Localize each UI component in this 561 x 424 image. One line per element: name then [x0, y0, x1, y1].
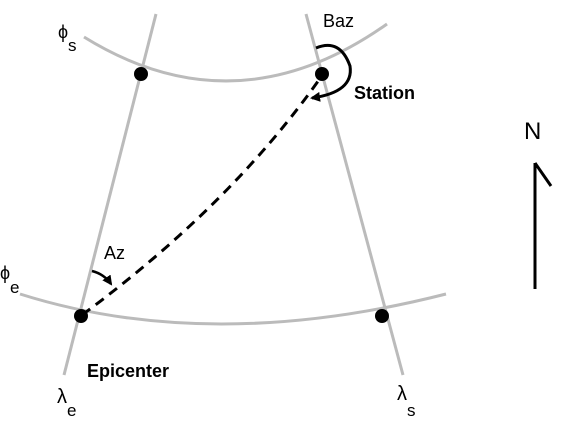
label-az: Az — [104, 243, 125, 263]
label-phi-e: ϕ — [0, 263, 10, 283]
north-arrow: N — [524, 118, 553, 289]
azimuth-arc — [91, 269, 113, 286]
label-epicenter: Epicenter — [87, 361, 169, 381]
label-lambda-e: λ — [57, 386, 67, 408]
back-azimuth-arc — [310, 43, 352, 102]
intersection-point-bottom-right — [375, 309, 389, 323]
north-arrow-barb — [533, 162, 553, 187]
great-circle-path — [81, 76, 323, 317]
label-lambda-s: λ — [397, 383, 407, 405]
intersection-point-top-left — [134, 67, 148, 81]
label-north: N — [524, 118, 541, 145]
label-lambda-e-sub: e — [67, 401, 76, 420]
label-baz: Baz — [323, 11, 354, 31]
label-phi-s: ϕ — [58, 22, 68, 42]
epicenter-point — [74, 309, 88, 323]
label-station: Station — [354, 83, 415, 103]
station-point — [315, 67, 329, 81]
label-lambda-s-sub: s — [407, 401, 416, 420]
label-phi-e-sub: e — [10, 278, 19, 297]
latitude-line-station — [83, 22, 388, 83]
latitude-line-epicenter — [19, 292, 447, 326]
label-phi-s-sub: s — [68, 36, 77, 55]
